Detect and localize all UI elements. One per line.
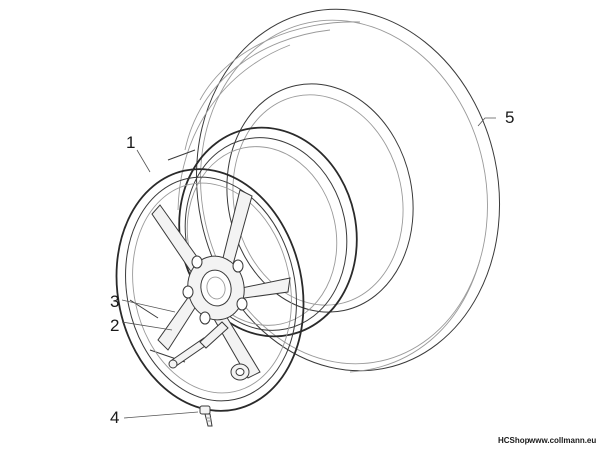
credit-site: www.collmann.eu bbox=[528, 436, 596, 445]
callout-4: 4 bbox=[110, 408, 119, 427]
rim-front bbox=[115, 168, 305, 412]
leader-lines bbox=[121, 117, 496, 419]
callout-1: 1 bbox=[126, 133, 135, 152]
wheel-hub bbox=[182, 255, 248, 325]
callout-2: 2 bbox=[110, 316, 119, 335]
tyre bbox=[177, 8, 501, 373]
screw bbox=[199, 405, 213, 427]
callout-5: 5 bbox=[505, 108, 514, 127]
valve-assembly bbox=[168, 321, 250, 381]
callout-3: 3 bbox=[110, 292, 119, 311]
credit-brand: HCShop bbox=[498, 436, 530, 445]
